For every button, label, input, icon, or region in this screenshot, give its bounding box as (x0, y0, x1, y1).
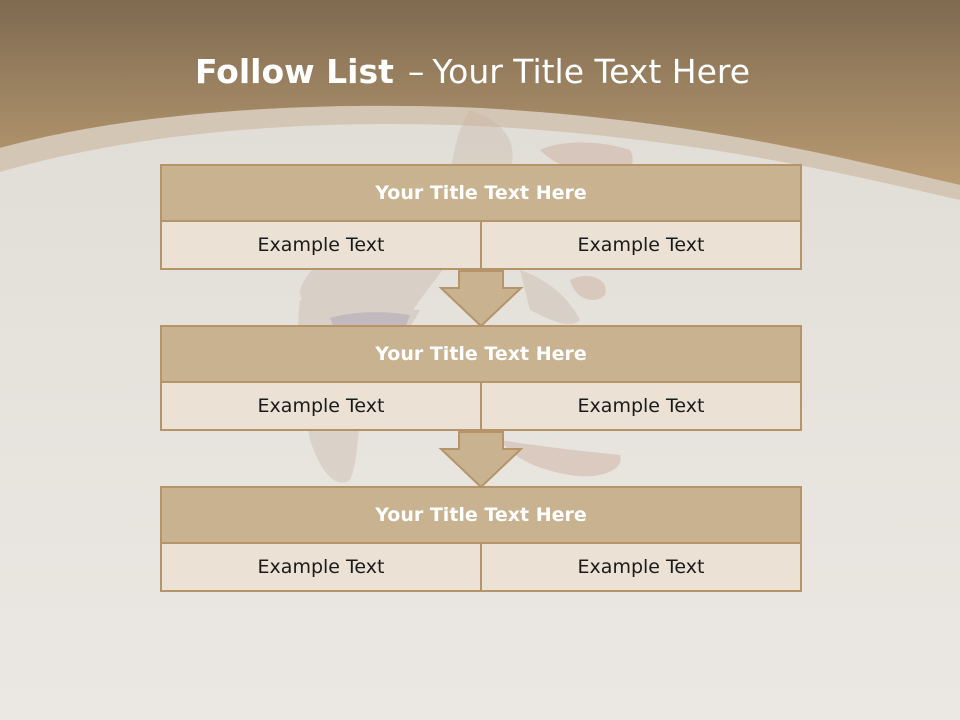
flow-step-3-left-text: Example Text (162, 544, 480, 590)
flow-step-1-left-text: Example Text (162, 222, 480, 268)
flow-step-2-left-text: Example Text (162, 383, 480, 429)
slide-title-separator: – (407, 52, 425, 91)
flow-step-3: Your Title Text Here Example Text Exampl… (160, 486, 802, 592)
flow-step-3-title: Your Title Text Here (162, 488, 800, 544)
down-arrow-1-icon (438, 270, 524, 328)
flow-step-2: Your Title Text Here Example Text Exampl… (160, 325, 802, 431)
down-arrow-2-icon (438, 431, 524, 489)
flow-step-3-right-text: Example Text (480, 544, 800, 590)
flow-step-1-row: Example Text Example Text (162, 222, 800, 268)
flow-step-2-right-text: Example Text (480, 383, 800, 429)
flow-step-1: Your Title Text Here Example Text Exampl… (160, 164, 802, 270)
flow-step-1-right-text: Example Text (480, 222, 800, 268)
header-band (0, 0, 960, 200)
flow-step-2-row: Example Text Example Text (162, 383, 800, 429)
flow-step-1-title: Your Title Text Here (162, 166, 800, 222)
flow-step-3-row: Example Text Example Text (162, 544, 800, 590)
slide-title: Follow List–Your Title Text Here (0, 52, 945, 91)
flow-step-2-title: Your Title Text Here (162, 327, 800, 383)
slide-title-rest: Your Title Text Here (432, 52, 751, 91)
slide-title-bold: Follow List (194, 52, 394, 91)
